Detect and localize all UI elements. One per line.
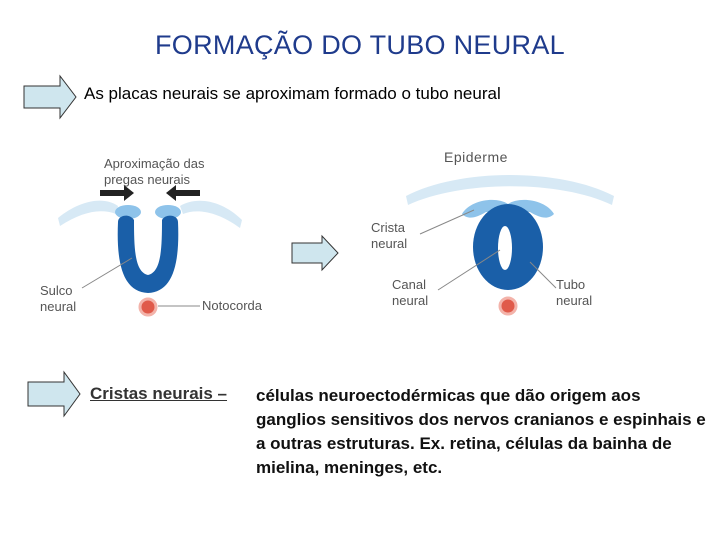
- epidermis: [406, 175, 614, 205]
- label-notocorda: Notocorda: [202, 298, 262, 313]
- neural-canal: [498, 226, 512, 270]
- pointer-line: [437, 249, 501, 291]
- label-epiderme: Epiderme: [444, 149, 508, 165]
- subtitle: As placas neurais se aproximam formado o…: [84, 84, 501, 103]
- neural-crest-right: [155, 205, 181, 219]
- epidermis-right: [180, 200, 242, 228]
- arrow-right-icon: [27, 370, 81, 418]
- page-title: FORMAÇÃO DO TUBO NEURAL: [155, 30, 565, 60]
- neural-groove-diagram: [58, 185, 242, 317]
- notochord: [498, 296, 518, 316]
- neural-crest-left: [115, 205, 141, 219]
- label-aproximacao: Aproximação das pregas neurais: [104, 156, 205, 187]
- push-arrow-icon: [166, 185, 200, 201]
- arrow-right-icon: [23, 74, 77, 120]
- neural-tube-diagram: [406, 175, 614, 316]
- push-arrow-icon: [100, 185, 134, 201]
- label-sulco-neural: Sulco neural: [40, 283, 77, 314]
- label-canal-neural: Canal neural: [392, 277, 429, 308]
- label-crista-neural: Crista neural: [371, 220, 408, 251]
- pointer-line: [529, 261, 557, 289]
- arrow-right-icon: [291, 234, 339, 272]
- pointer-line: [81, 257, 133, 289]
- neural-plate: [117, 215, 179, 293]
- notochord: [138, 297, 158, 317]
- crest-definition: células neuroectodérmicas que dão origem…: [256, 386, 706, 477]
- epidermis-left: [58, 200, 118, 226]
- label-tubo-neural: Tubo neural: [556, 277, 593, 308]
- pointer-line: [419, 209, 475, 235]
- crest-term: Cristas neurais –: [90, 384, 228, 403]
